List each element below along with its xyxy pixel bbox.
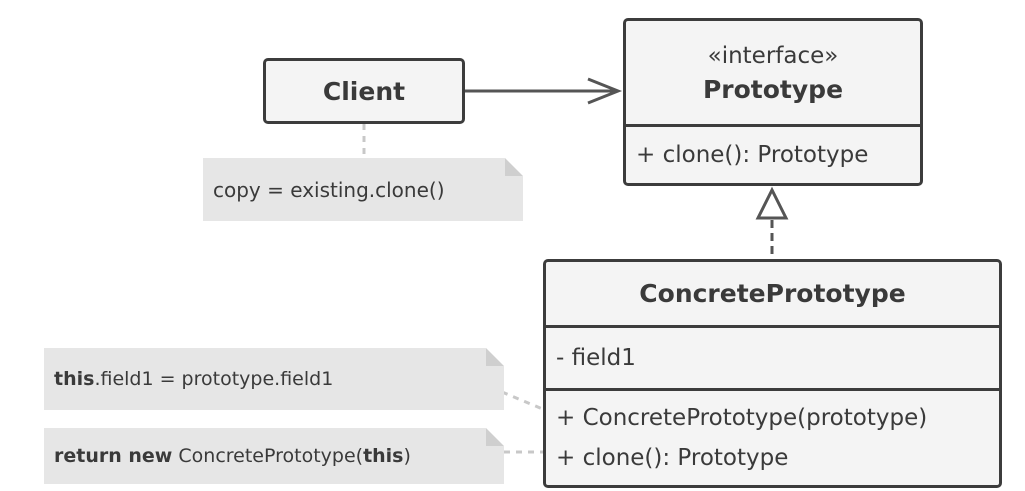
- note-fold-icon: [486, 428, 504, 446]
- concrete-prototype-method-constructor: + ConcretePrototype(prototype): [556, 405, 928, 431]
- realization-arrowhead: [755, 186, 789, 220]
- client-note: copy = existing.clone(): [203, 158, 523, 221]
- clone-note: return new ConcretePrototype(this): [44, 428, 504, 484]
- association-arrowhead: [587, 77, 623, 105]
- constructor-note-text: this.field1 = prototype.field1: [54, 368, 333, 390]
- concrete-prototype-methods: + ConcretePrototype(prototype) + clone()…: [546, 388, 999, 485]
- clone-note-keyword: return new: [54, 445, 173, 467]
- prototype-interface-box: «interface» Prototype + clone(): Prototy…: [623, 18, 923, 186]
- note-fold-icon: [486, 348, 504, 366]
- constructor-note-rest: .field1 = prototype.field1: [94, 368, 334, 390]
- prototype-header: «interface» Prototype: [626, 21, 920, 124]
- constructor-note-connector: [501, 390, 546, 412]
- prototype-methods: + clone(): Prototype: [626, 124, 920, 183]
- concrete-prototype-fields: - field1: [546, 325, 999, 388]
- constructor-note-keyword: this: [54, 368, 95, 390]
- client-label: Client: [322, 76, 406, 106]
- clone-note-close: ): [403, 445, 411, 467]
- prototype-name: Prototype: [702, 74, 844, 104]
- concrete-prototype-name: ConcretePrototype: [639, 279, 906, 308]
- client-box: Client: [263, 58, 465, 124]
- concrete-prototype-method-clone: + clone(): Prototype: [556, 445, 789, 471]
- prototype-stereotype: «interface»: [707, 42, 839, 69]
- clone-note-middle: ConcretePrototype(: [172, 445, 364, 467]
- concrete-prototype-field: - field1: [556, 345, 636, 371]
- concrete-prototype-header: ConcretePrototype: [546, 262, 999, 325]
- clone-note-arg: this: [363, 445, 404, 467]
- constructor-note: this.field1 = prototype.field1: [44, 348, 504, 410]
- note-fold-icon: [505, 158, 523, 176]
- concrete-prototype-box: ConcretePrototype - field1 + ConcretePro…: [543, 259, 1002, 488]
- client-note-text: copy = existing.clone(): [213, 177, 445, 202]
- clone-note-text: return new ConcretePrototype(this): [54, 445, 411, 467]
- prototype-method: + clone(): Prototype: [636, 142, 869, 168]
